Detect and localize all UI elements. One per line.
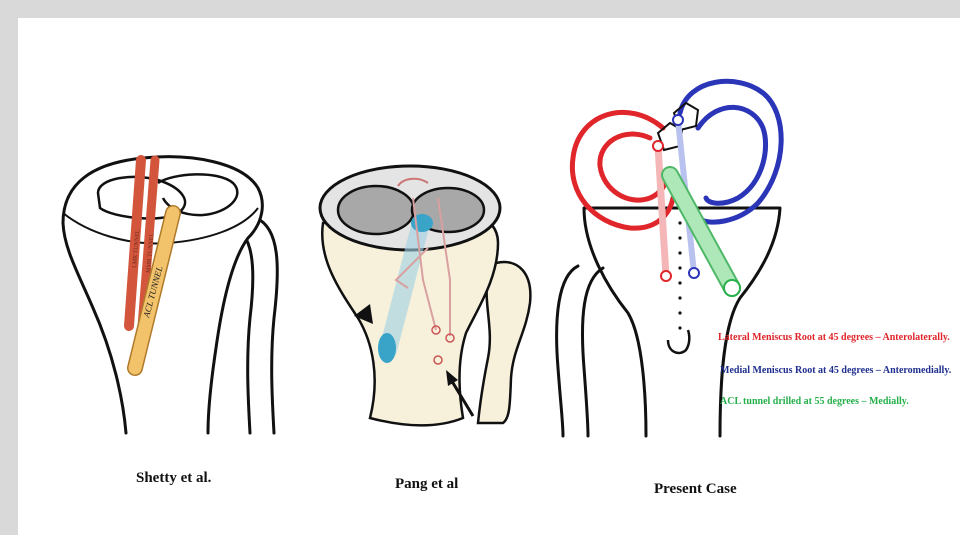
pang-tunnel-exit [378, 333, 396, 363]
caption-pang: Pang et al [395, 476, 458, 493]
figure-illustration: ACL TUNNEL LMR TUNNEL MMR TUNNEL [18, 18, 960, 535]
panel-present-case-drawing [557, 81, 782, 436]
figure-canvas: ACL TUNNEL LMR TUNNEL MMR TUNNEL [18, 18, 960, 535]
present-fibula [557, 266, 578, 436]
legend-acl-tunnel: ACL tunnel drilled at 55 degrees – Media… [720, 396, 909, 407]
panel-pang-drawing [320, 166, 530, 426]
legend-medial-meniscus: Medial Meniscus Root at 45 degrees – Ant… [720, 365, 951, 376]
shetty-fibula [256, 218, 277, 433]
legend-lateral-meniscus: Lateral Meniscus Root at 45 degrees – An… [718, 332, 950, 343]
present-medial-meniscus [680, 81, 781, 222]
panel-shetty-drawing: ACL TUNNEL LMR TUNNEL MMR TUNNEL [63, 157, 277, 433]
caption-present-case: Present Case [654, 481, 737, 498]
caption-shetty: Shetty et al. [136, 470, 211, 487]
